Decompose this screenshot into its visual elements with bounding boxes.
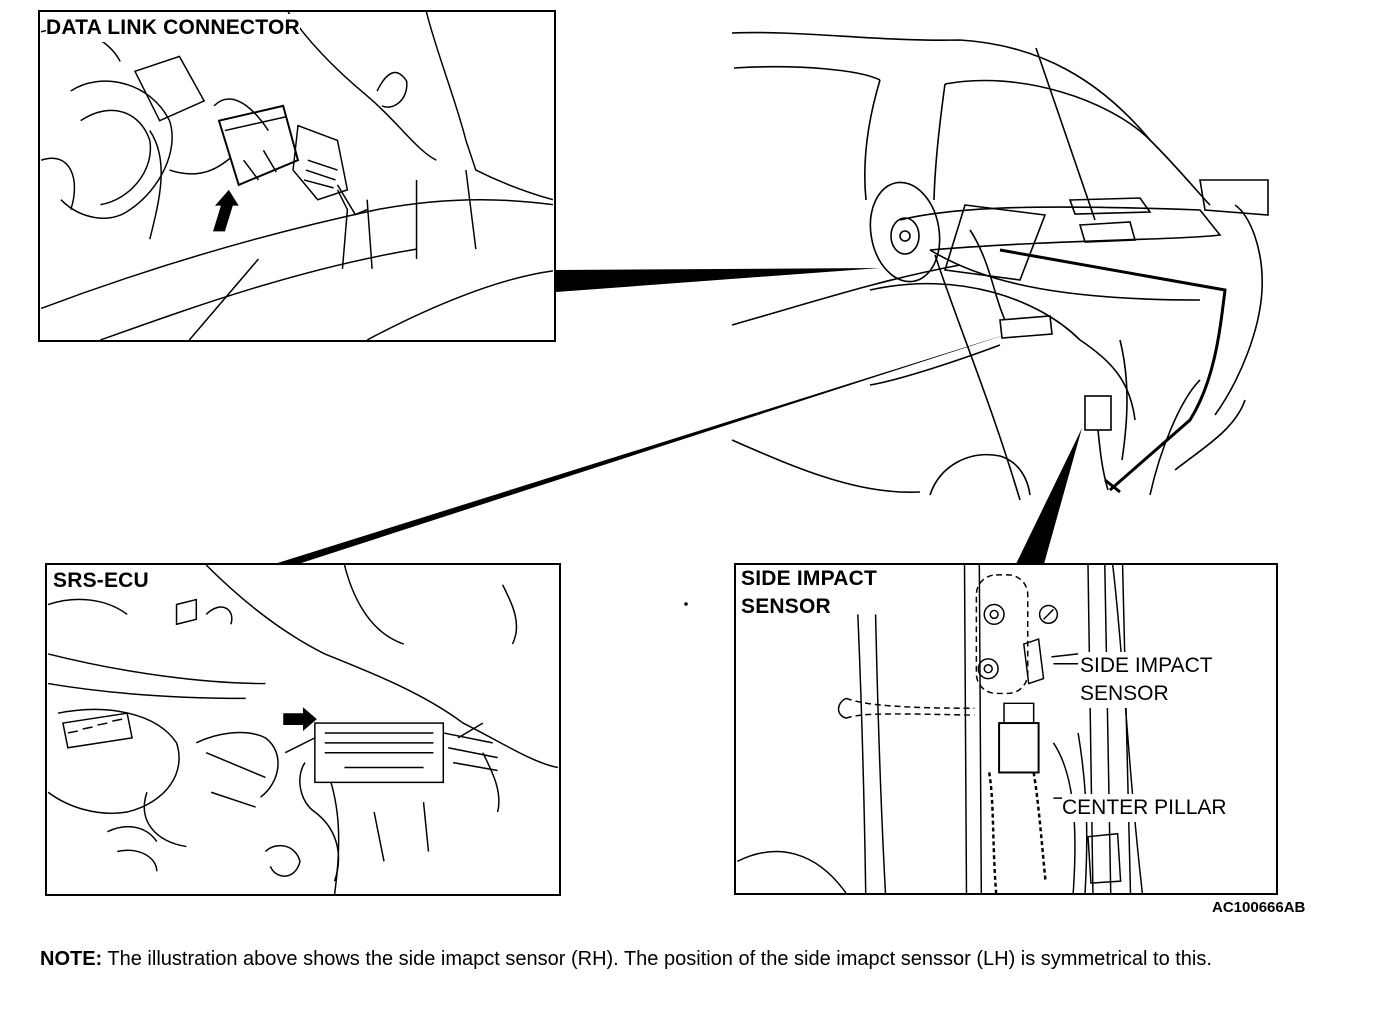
leader-data-link <box>556 268 880 292</box>
side-impact-sensor-illustration <box>736 565 1144 893</box>
wiring-harness <box>999 248 1227 492</box>
dashboard <box>899 206 1222 251</box>
srs-ecu-panel: SRS-ECU <box>45 563 561 896</box>
center-pillar-callout: CENTER PILLAR <box>1062 794 1227 822</box>
side-impact-sensor-panel: SIDE IMPACT SENSOR SIDE IMPACT SENSOR CE… <box>734 563 1278 895</box>
rear-wheel-arch <box>929 454 1031 496</box>
windshield-pillar <box>864 79 881 201</box>
note-text: The illustration above shows the side im… <box>102 948 1212 970</box>
leader-side-impact <box>1016 428 1082 564</box>
srs-ecu-illustration <box>47 565 559 894</box>
data-link-connector-panel: DATA LINK CONNECTOR <box>38 10 556 342</box>
roof-line <box>731 31 1211 206</box>
front-wheel-arch <box>1214 204 1263 416</box>
note-paragraph: NOTE: The illustration above shows the s… <box>40 941 1340 978</box>
side-impact-sensor-callout-line1: SIDE IMPACT <box>1080 652 1213 680</box>
side-mirror <box>1199 179 1269 216</box>
data-link-connector-illustration <box>40 12 554 340</box>
door-opening <box>934 254 1021 501</box>
arrow-icon <box>213 189 239 232</box>
data-link-connector-title: DATA LINK CONNECTOR <box>46 14 300 42</box>
arrow-icon <box>283 707 317 731</box>
leader-srs-ecu <box>268 330 1020 566</box>
side-impact-sensor-title-line2: SENSOR <box>741 593 831 621</box>
steering-wheel <box>869 181 941 283</box>
side-impact-sensor-title-line1: SIDE IMPACT <box>741 565 877 593</box>
pillar-sensor <box>1084 395 1112 431</box>
figure-code: AC100666AB <box>1212 899 1306 916</box>
side-impact-sensor-callout-line2: SENSOR <box>1080 680 1169 708</box>
note-label: NOTE: <box>40 948 103 970</box>
srs-ecu-title: SRS-ECU <box>53 567 149 595</box>
